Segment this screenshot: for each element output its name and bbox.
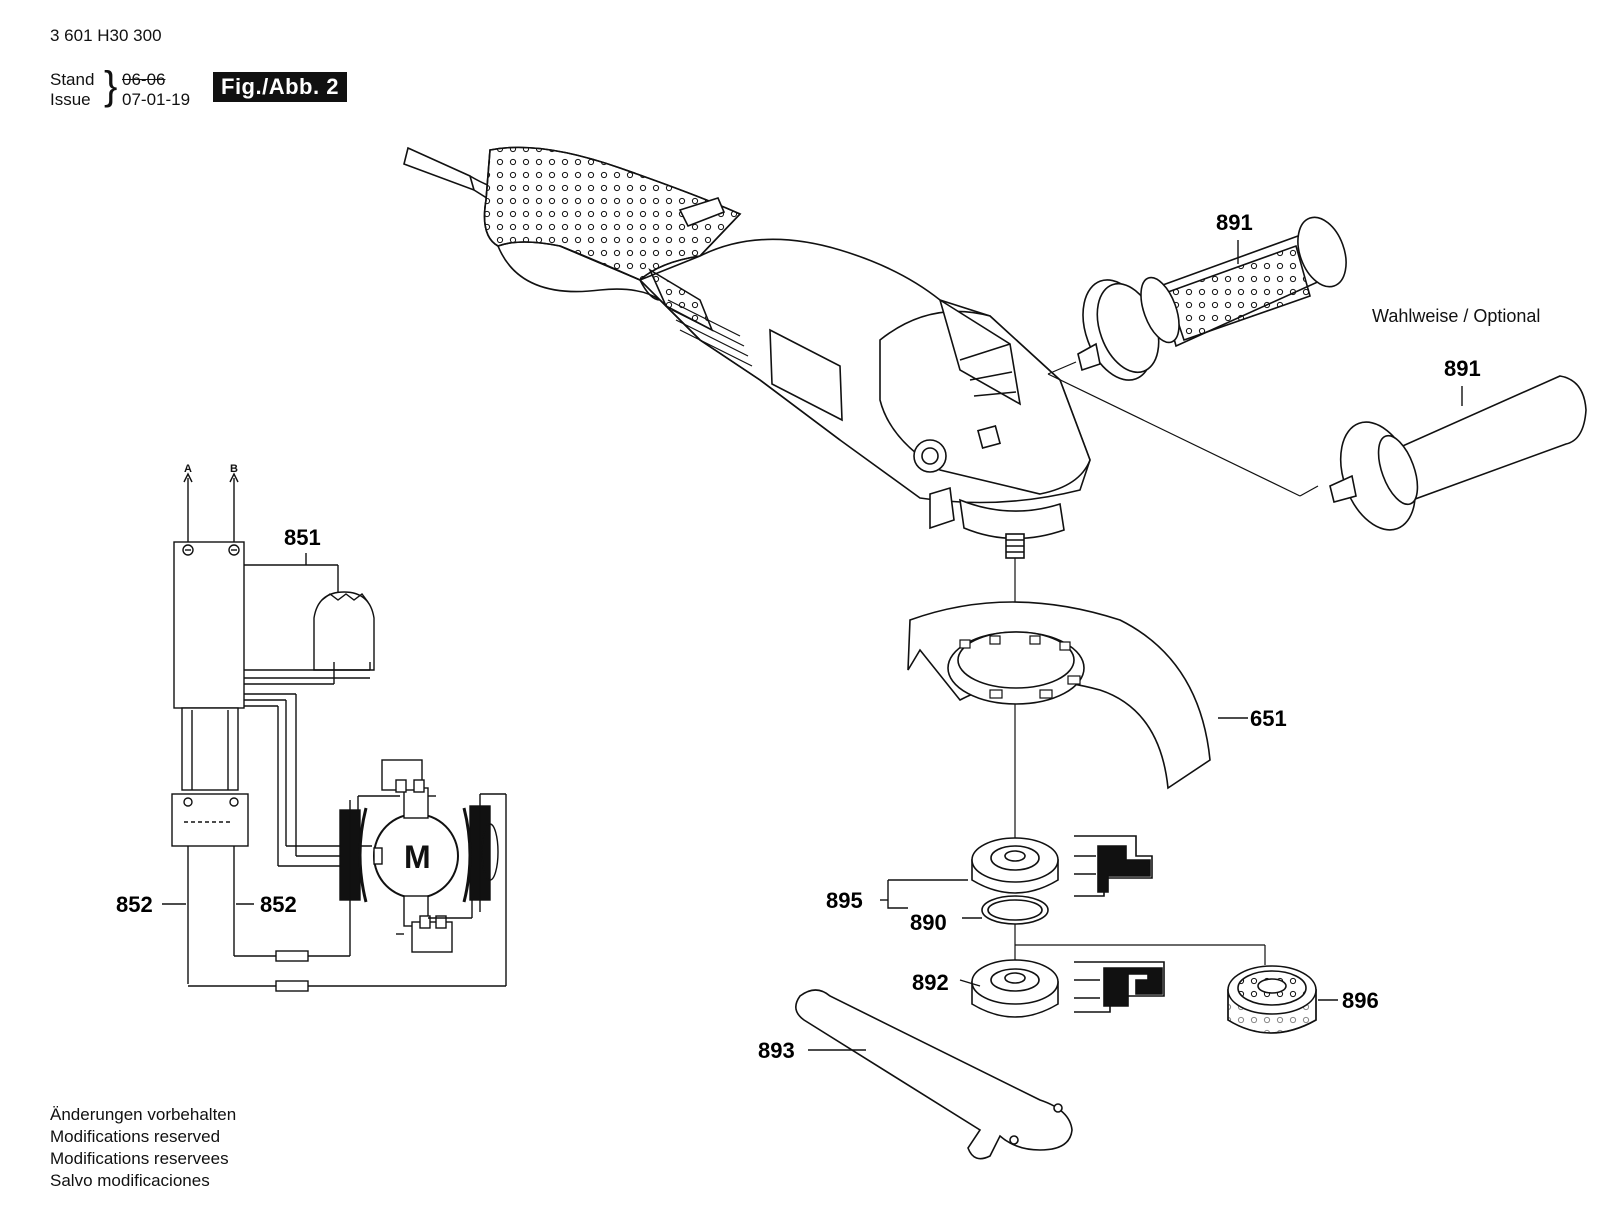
- issue-label: Issue: [50, 90, 91, 109]
- protective-guard: [907, 601, 1211, 790]
- side-handle-textured: [1077, 216, 1347, 381]
- side-handle-plain: [1329, 375, 1587, 531]
- label-896: 896: [1342, 988, 1379, 1013]
- label-891-optional: 891: [1444, 356, 1481, 381]
- label-895: 895: [826, 888, 863, 913]
- stand-date: 06-06: [122, 70, 166, 89]
- quick-clamping-nut-896: [1227, 965, 1317, 1034]
- terminal-b: B: [230, 463, 238, 475]
- pin-spanner-893: [795, 989, 1073, 1160]
- leader-lines: [162, 240, 1463, 1051]
- note-fr: Modifications reservees: [50, 1149, 229, 1168]
- label-851: 851: [284, 525, 321, 550]
- clamping-nut-892: [971, 959, 1165, 1018]
- issue-date: 07-01-19: [122, 90, 191, 109]
- terminal-a: A: [184, 463, 192, 475]
- label-852-right: 852: [260, 892, 297, 917]
- label-852-left: 852: [116, 892, 153, 917]
- stand-label: Stand: [50, 70, 95, 89]
- motor-label: M: [404, 839, 431, 875]
- optional-label: Wahlweise / Optional: [1372, 306, 1541, 326]
- part-number: 3 601 H30 300: [50, 26, 162, 45]
- label-893: 893: [758, 1038, 795, 1063]
- note-de: Änderungen vorbehalten: [50, 1105, 237, 1124]
- footer-notes: Änderungen vorbehalten Modifications res…: [50, 1104, 236, 1192]
- note-es: Salvo modificaciones: [50, 1171, 210, 1190]
- brace-icon: }: [104, 64, 118, 108]
- label-651: 651: [1250, 706, 1287, 731]
- mounting-flange-assembly: [971, 835, 1153, 925]
- grinder-body: [403, 146, 1091, 559]
- note-en: Modifications reserved: [50, 1127, 221, 1146]
- dates-block: 06-06 07-01-19: [122, 70, 190, 110]
- figure-badge: Fig./Abb. 2: [213, 72, 347, 102]
- wiring-diagram: [171, 472, 507, 992]
- stand-issue-block: Stand Issue: [50, 70, 94, 110]
- label-891-top: 891: [1216, 210, 1253, 235]
- label-892: 892: [912, 970, 949, 995]
- label-890: 890: [910, 910, 947, 935]
